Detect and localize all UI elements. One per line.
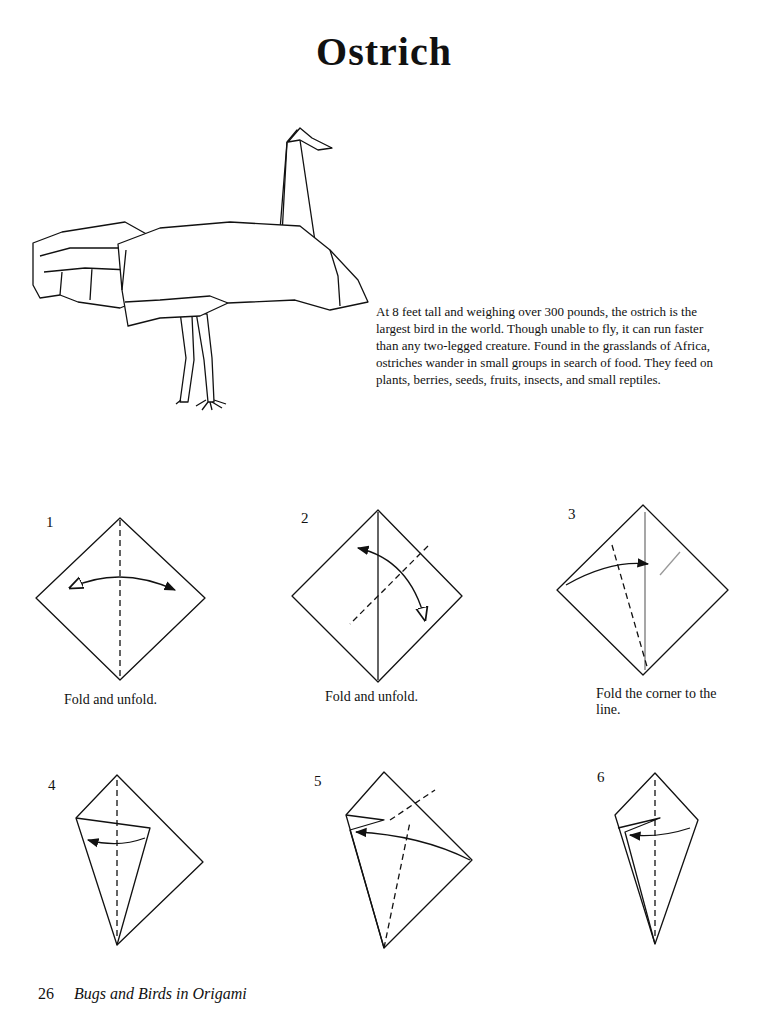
- step-number: 3: [568, 506, 576, 523]
- intro-text: At 8 feet tall and weighing over 300 pou…: [376, 303, 726, 388]
- step-number: 2: [301, 510, 309, 527]
- step-caption: Fold the corner to the line.: [596, 686, 726, 718]
- step-6-kite: [615, 773, 698, 944]
- book-title: Bugs and Birds in Origami: [74, 985, 247, 1003]
- step-number: 1: [46, 514, 54, 531]
- step-number: 5: [314, 773, 322, 790]
- step-4-kite: [76, 775, 203, 945]
- step-1-square: [36, 518, 205, 680]
- step-3-square: [557, 505, 728, 675]
- step-caption: Fold and unfold.: [64, 692, 214, 708]
- step-5-kite: [346, 772, 472, 948]
- page-title: Ostrich: [0, 28, 768, 75]
- step-2-square: [292, 510, 462, 682]
- step-caption: Fold and unfold.: [325, 689, 475, 705]
- step-number: 4: [48, 777, 56, 794]
- page-number: 26: [38, 985, 54, 1003]
- step-number: 6: [597, 769, 605, 786]
- ostrich-figure: [33, 128, 368, 410]
